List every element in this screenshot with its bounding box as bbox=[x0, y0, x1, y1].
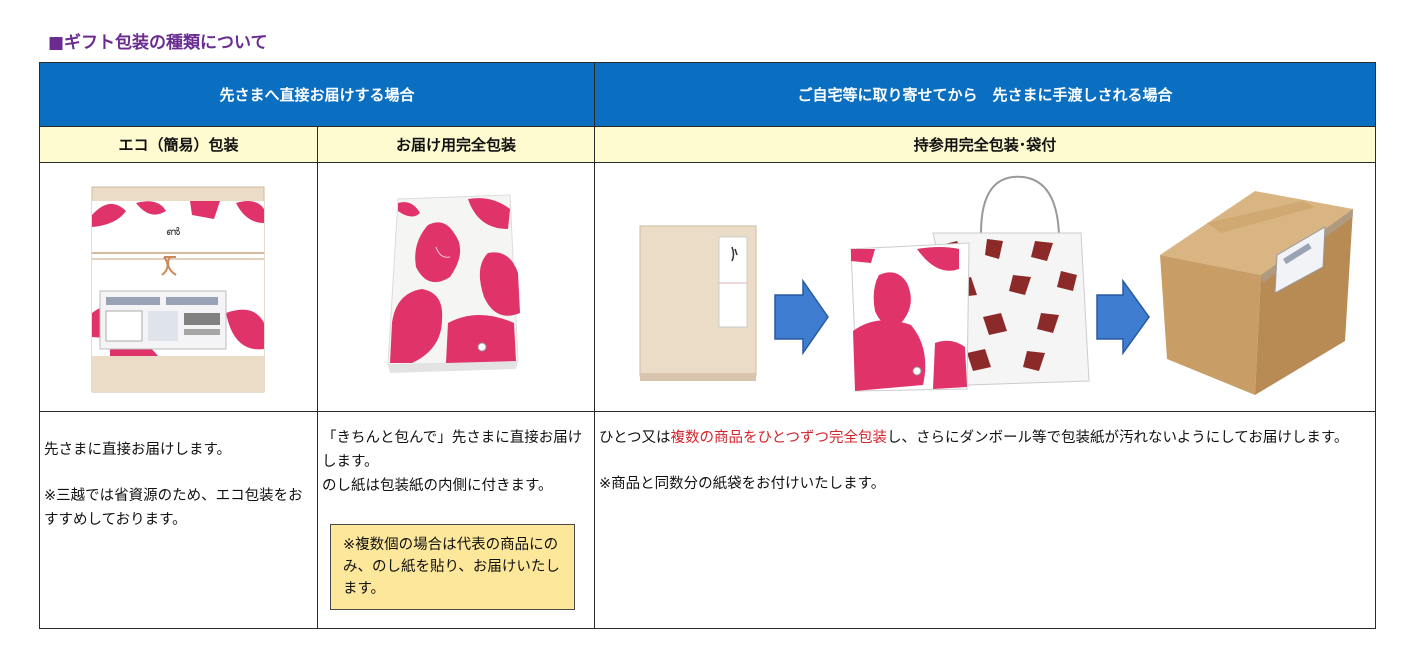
eco-desc-line2: ※三越では省資源のため、エコ包装をおすすめしております。 bbox=[44, 488, 303, 528]
noshi-box-image bbox=[639, 225, 757, 381]
handcarry-image-cell bbox=[594, 162, 1376, 412]
header-direct-delivery: 先さまへ直接お届けする場合 bbox=[39, 62, 595, 127]
arrow-right-icon bbox=[774, 278, 829, 356]
gift-wrap-table: 先さまへ直接お届けする場合 ご自宅等に取り寄せてから 先さまに手渡しされる場合 … bbox=[39, 62, 1376, 629]
handcarry-desc-emphasis: 複数の商品をひとつずつ完全包装 bbox=[670, 430, 887, 446]
delivery-description: 「きちんと包んで」先さまに直接お届けします。 のし紙は包装紙の内側に付きます。 … bbox=[317, 411, 595, 629]
eco-image-cell: ൺ bbox=[39, 162, 318, 412]
delivery-desc-line2: のし紙は包装紙の内側に付きます。 bbox=[322, 478, 553, 494]
eco-description: 先さまに直接お届けします。 ※三越では省資源のため、エコ包装をおすすめしておりま… bbox=[39, 411, 318, 629]
handcarry-desc-line1: ひとつ又は複数の商品をひとつずつ完全包装し、さらにダンボール等で包装紙が汚れない… bbox=[599, 426, 1371, 450]
arrow-right-icon-2 bbox=[1096, 278, 1150, 356]
col-delivery-wrap: お届け用完全包装 bbox=[317, 126, 595, 163]
cardboard-box-image bbox=[1160, 191, 1353, 395]
handcarry-images bbox=[639, 175, 1353, 395]
handcarry-desc-part1: ひとつ又は bbox=[599, 430, 671, 446]
delivery-note-box: ※複数個の場合は代表の商品にのみ、のし紙を貼り、お届けいたします。 bbox=[330, 524, 575, 610]
shopping-bags-image bbox=[850, 175, 1090, 392]
svg-text:ൺ: ൺ bbox=[166, 227, 180, 238]
handcarry-description: ひとつ又は複数の商品をひとつずつ完全包装し、さらにダンボール等で包装紙が汚れない… bbox=[594, 411, 1376, 629]
eco-desc-line1: 先さまに直接お届けします。 bbox=[44, 442, 232, 458]
handcarry-desc-part3: し、さらにダンボール等で包装紙が汚れないようにしてお届けします。 bbox=[886, 430, 1349, 446]
handcarry-desc-note: ※商品と同数分の紙袋をお付けいたします。 bbox=[599, 476, 886, 492]
header-hand-delivery: ご自宅等に取り寄せてから 先さまに手渡しされる場合 bbox=[594, 62, 1376, 127]
delivery-image-cell bbox=[317, 162, 595, 412]
col-handcarry-wrap: 持参用完全包装･袋付 bbox=[594, 126, 1376, 163]
section-title: ■ギフト包装の種類について bbox=[48, 33, 268, 53]
col-eco-wrap: エコ（簡易）包装 bbox=[39, 126, 318, 163]
eco-wrapped-box-image: ൺ bbox=[91, 186, 265, 393]
full-wrapped-box-image bbox=[387, 194, 520, 373]
delivery-desc-line1: 「きちんと包んで」先さまに直接お届けします。 bbox=[322, 430, 583, 470]
